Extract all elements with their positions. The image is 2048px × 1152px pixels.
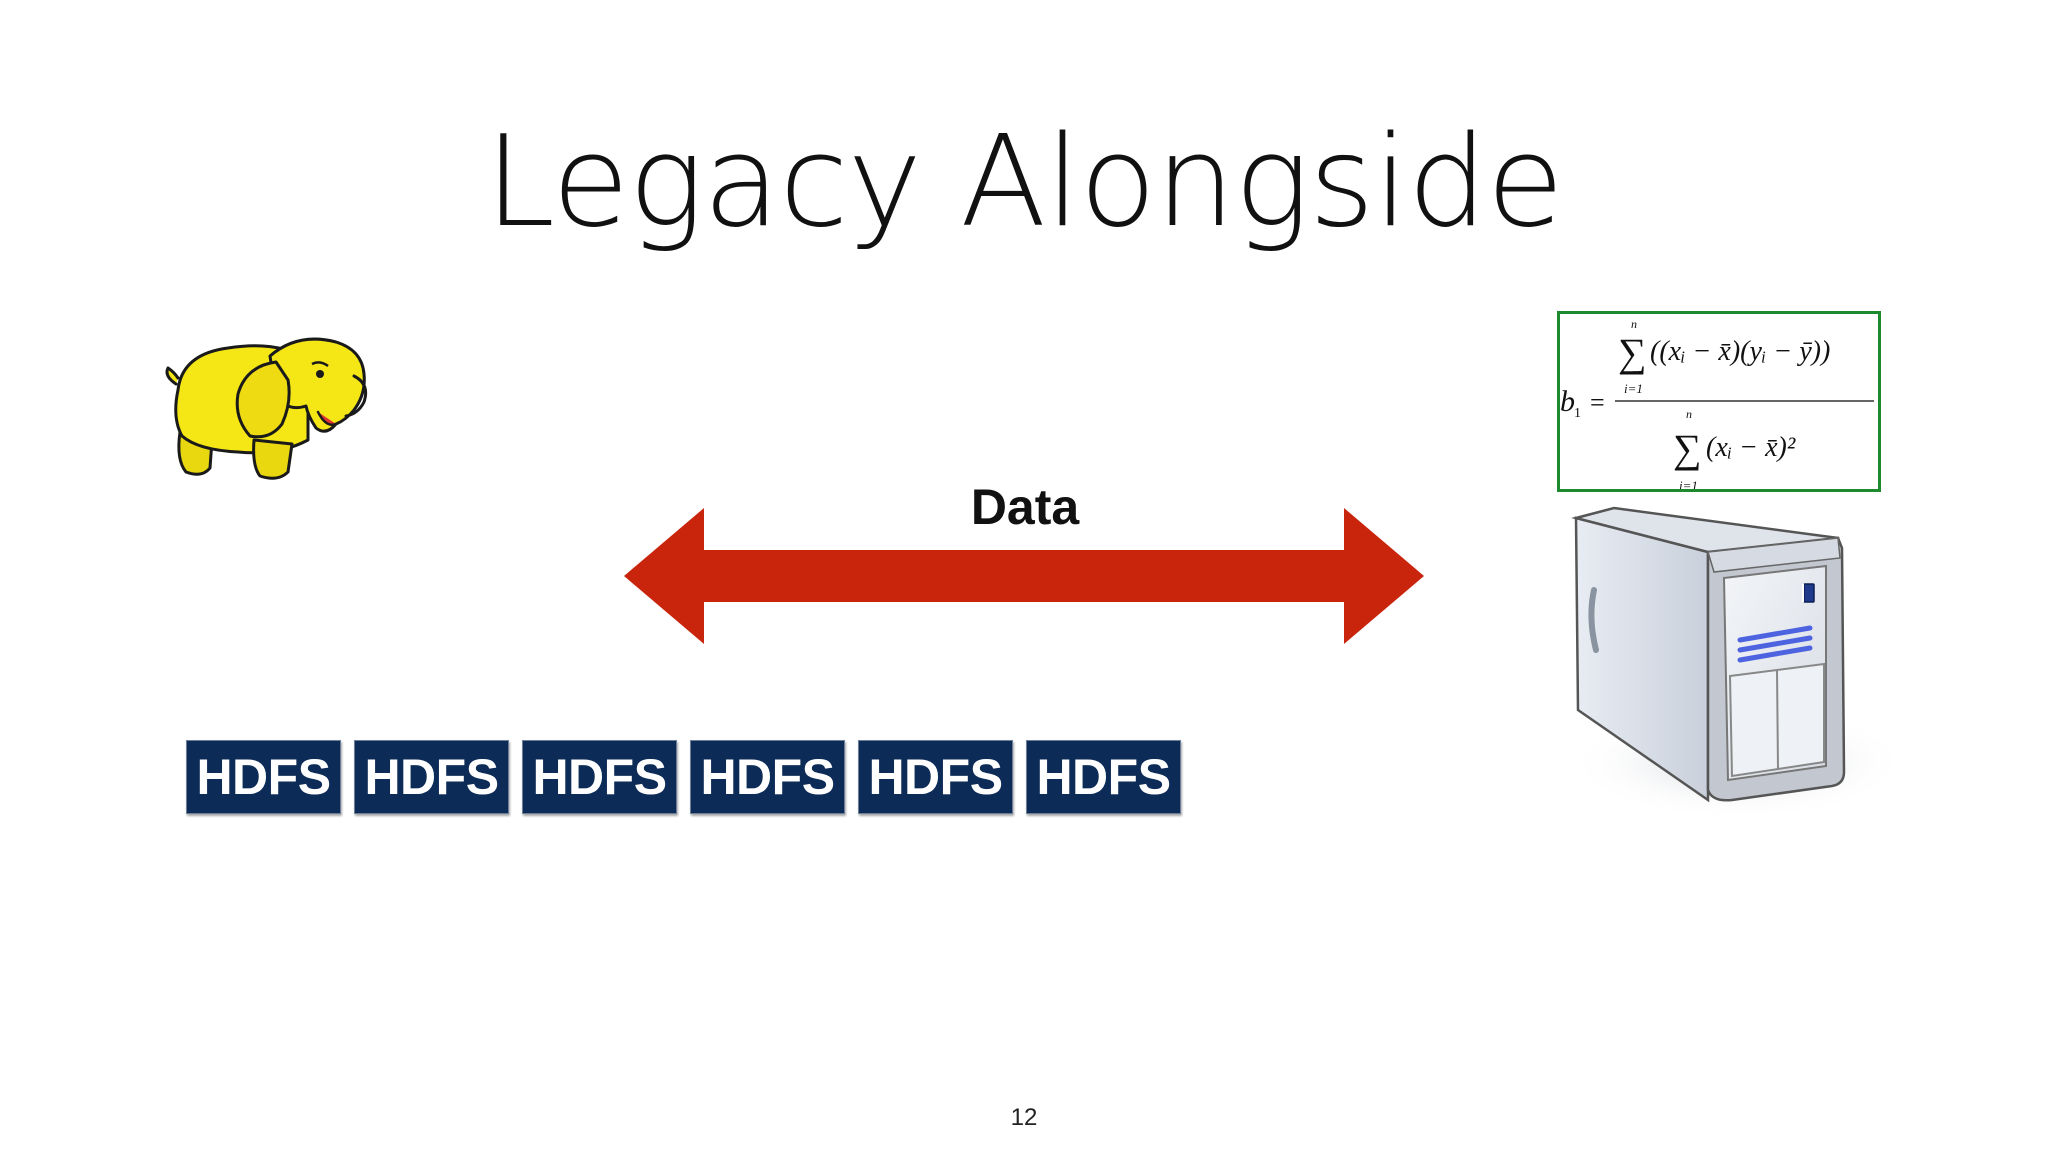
numerator-sigma-icon: ∑	[1618, 330, 1647, 375]
denominator-sigma-icon: ∑	[1673, 426, 1702, 471]
hadoop-elephant-icon	[165, 337, 368, 480]
arrow-label: Data	[970, 479, 1080, 535]
formula-lhs: b	[1560, 385, 1575, 418]
hdfs-block: HDFS	[354, 740, 509, 814]
hdfs-block: HDFS	[522, 740, 677, 814]
formula-denominator: (xᵢ − x̄)²	[1706, 432, 1796, 463]
formula-numerator: ((xᵢ − x̄)(yᵢ − ȳ))	[1650, 336, 1830, 367]
numerator-sum-lower: i=1	[1624, 381, 1643, 396]
hdfs-block: HDFS	[186, 740, 341, 814]
hdfs-block: HDFS	[858, 740, 1013, 814]
formula-equals: =	[1590, 388, 1605, 417]
page-number: 12	[1010, 1104, 1038, 1131]
regression-formula: n ∑ i=1 ((xᵢ − x̄)(yᵢ − ȳ)) b 1 = n ∑ i=…	[1557, 311, 1881, 492]
server-tower-icon	[1568, 506, 1894, 820]
hdfs-block: HDFS	[1026, 740, 1181, 814]
double-arrow-icon	[624, 508, 1424, 644]
formula-lhs-subscript: 1	[1574, 406, 1581, 421]
denominator-sum-upper: n	[1686, 407, 1692, 421]
denominator-sum-lower: i=1	[1679, 478, 1698, 489]
numerator-sum-upper: n	[1631, 317, 1637, 331]
hdfs-block: HDFS	[690, 740, 845, 814]
slide-title: Legacy Alongside	[484, 108, 1564, 255]
